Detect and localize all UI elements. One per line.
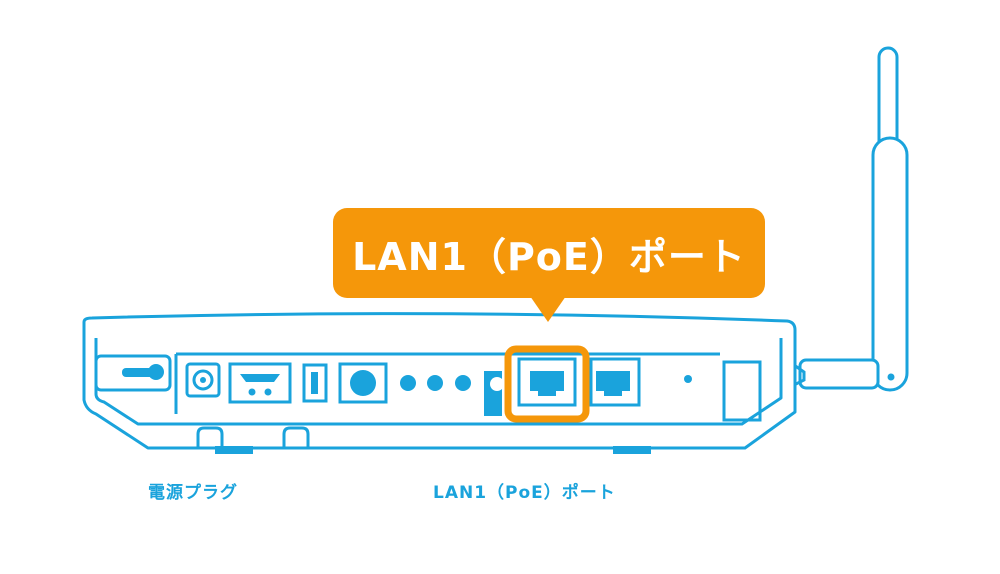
serial-port — [228, 362, 292, 404]
power-jack — [185, 362, 221, 398]
callout-bubble — [333, 208, 765, 322]
antenna — [792, 46, 909, 392]
indicator-dots — [400, 375, 471, 391]
callout-text: LAN1（PoE）ポート — [352, 234, 746, 279]
round-jack — [338, 362, 388, 404]
lan2-port — [589, 357, 641, 407]
lan1-highlight-frame — [504, 345, 590, 423]
side-vent — [722, 360, 762, 422]
lan1-port — [517, 357, 577, 407]
reset-button — [484, 371, 504, 416]
status-dot — [684, 375, 692, 383]
lan1-poe-port-label: LAN1（PoE）ポート — [433, 483, 616, 503]
power-plug-label: 電源プラグ — [148, 483, 238, 503]
feet — [196, 426, 651, 454]
power-switch — [94, 354, 172, 392]
usb-port — [302, 363, 328, 403]
